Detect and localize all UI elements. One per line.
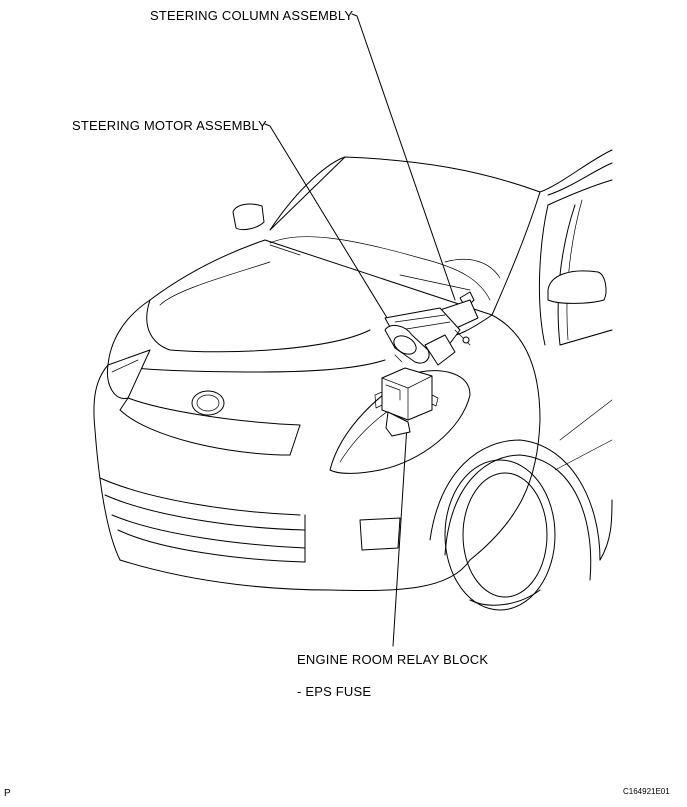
relay-block [374,367,439,437]
steering-motor-leader [264,123,393,327]
figure-code: C164921E01 [623,787,670,796]
eps-fuse-label: - EPS FUSE [297,684,372,699]
relay-block-leader [392,424,408,647]
corner-letter: P [4,788,11,799]
steering-column-label: STEERING COLUMN ASSEMBLY [150,8,354,23]
steering-column-leader [351,13,456,301]
steering-motor-label: STEERING MOTOR ASSEMBLY [72,118,267,133]
relay-block-label: ENGINE ROOM RELAY BLOCK [297,652,489,667]
steering-components [384,291,479,366]
car-body [93,149,613,611]
